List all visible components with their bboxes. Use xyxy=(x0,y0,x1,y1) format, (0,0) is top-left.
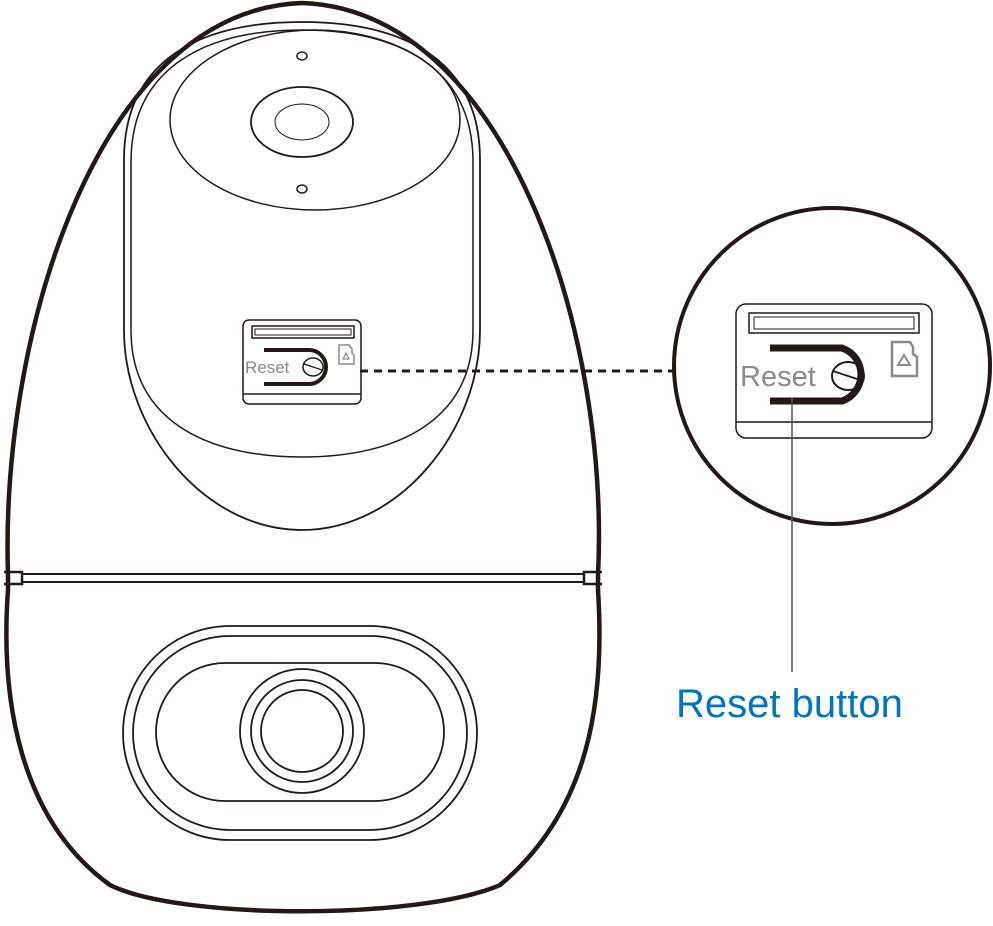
seam-notch-right xyxy=(582,570,602,586)
microsd-card-icon xyxy=(338,344,355,365)
reset-label-zoomed: Reset xyxy=(740,361,816,393)
reset-label-small: Reset xyxy=(245,358,290,377)
camera-head-inner xyxy=(130,29,474,458)
camera-top-face xyxy=(169,29,461,211)
top-lens-outer xyxy=(250,86,354,158)
zoom-detail-circle xyxy=(672,206,992,526)
reset-panel-small: Reset xyxy=(242,319,362,405)
lower-housing-inner xyxy=(155,662,445,802)
top-lens-inner xyxy=(274,103,330,141)
reset-button-zoomed-icon xyxy=(831,361,865,391)
reset-slot-bracket-zoomed xyxy=(770,344,865,405)
lower-housing-mid xyxy=(132,635,468,831)
main-lens-ring-outer xyxy=(239,668,365,794)
reset-button-callout-label: Reset button xyxy=(676,682,903,726)
main-lens-ring-mid xyxy=(250,679,354,783)
camera-head-outer xyxy=(123,21,481,531)
microsd-card-zoomed-icon xyxy=(890,340,919,378)
reset-button-icon xyxy=(302,357,324,377)
sensor-hole-top xyxy=(296,51,308,61)
main-lens xyxy=(260,689,344,773)
camera-body-outline xyxy=(4,0,602,914)
seam-notch-left xyxy=(4,570,24,586)
reset-panel-zoomed: Reset xyxy=(735,303,933,439)
reset-slot-bracket-small xyxy=(264,348,328,386)
sensor-hole-bottom xyxy=(296,184,308,194)
lower-housing-outer xyxy=(122,625,478,841)
